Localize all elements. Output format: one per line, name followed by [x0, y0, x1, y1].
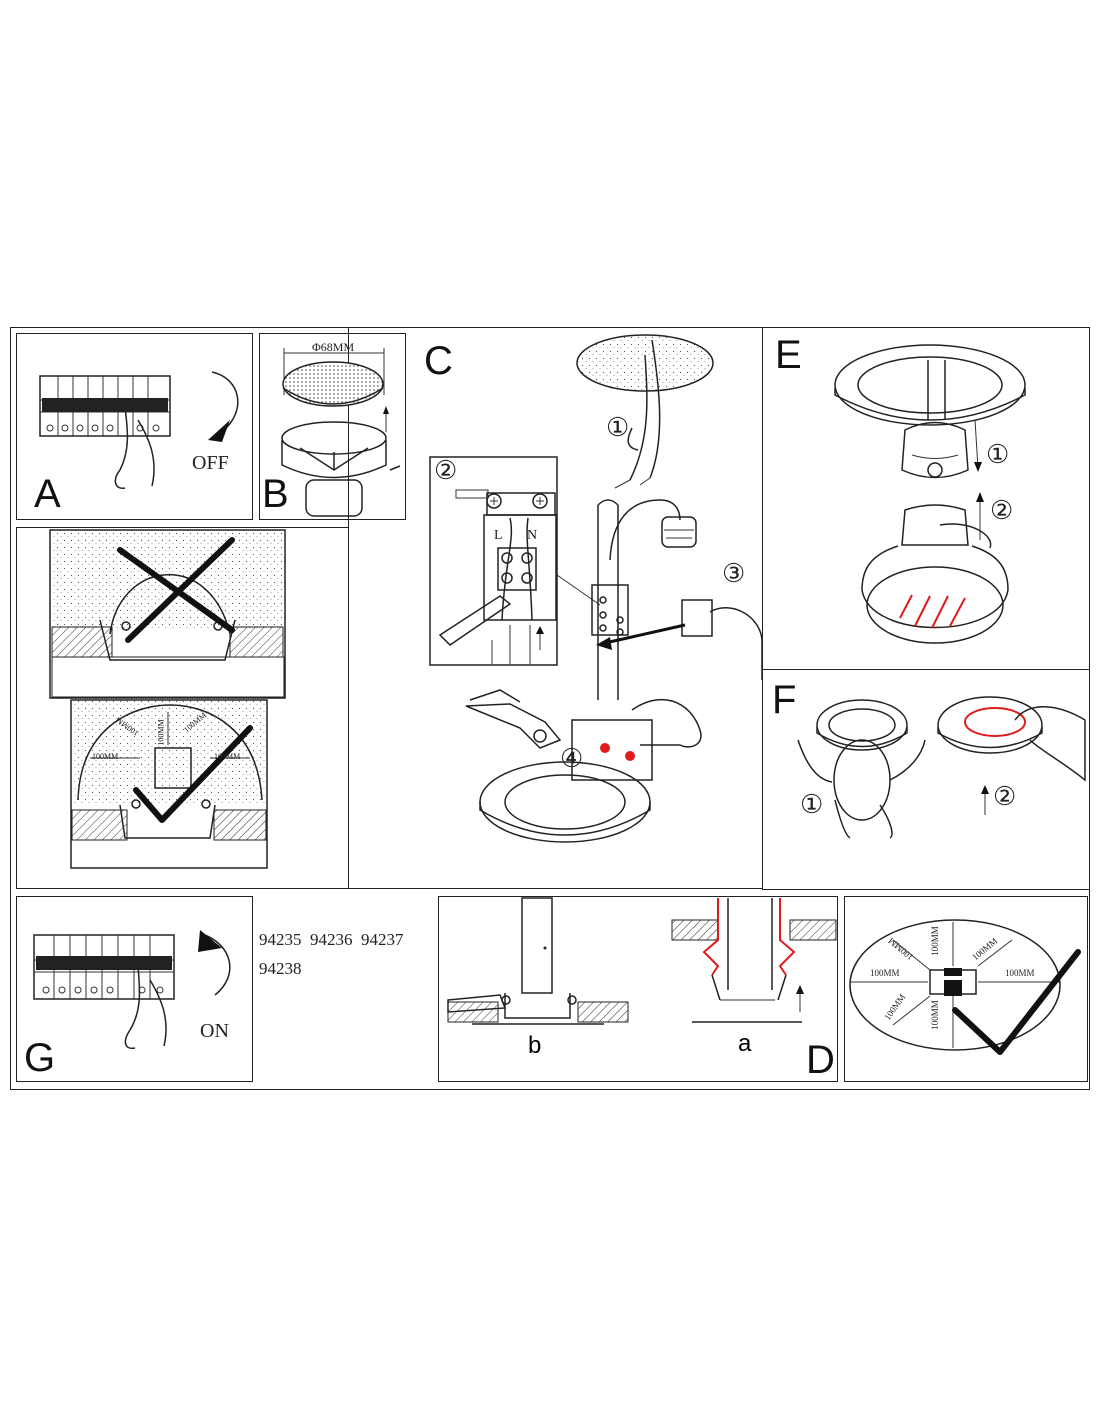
on-caption: ON: [200, 1020, 229, 1042]
panel-a-letter: A: [34, 472, 61, 516]
panel-b-letter: B: [262, 472, 289, 516]
step-4-label-c: ④: [560, 744, 584, 773]
step-3-label-c: ③: [722, 559, 746, 588]
correct-installation-illustration: [70, 699, 268, 869]
cutout-diameter-label: Φ68MM: [312, 340, 355, 354]
panel-b-frame: [259, 333, 406, 520]
rotation-arrow-icon: [201, 933, 231, 996]
panel-a-frame: [16, 333, 253, 520]
step-2-label-e: ②: [990, 496, 1014, 525]
panel-d-letter: D: [806, 1038, 835, 1082]
breaker-box-on-illustration: [33, 930, 222, 1050]
instruction-sheet-frame: [10, 327, 1090, 1090]
ceiling-cutout-wiring-illustration: [429, 334, 763, 843]
clearance-label-right: 100MM: [214, 752, 241, 761]
spring-clip-installation-illustration: [447, 897, 837, 1025]
panel-f-frame: [762, 669, 1090, 890]
sub-figure-a-label: a: [738, 1030, 752, 1057]
breaker-box-off-illustration: [39, 371, 239, 489]
clearance-oval-illustration: [849, 919, 1081, 1055]
panel-oval-frame: [844, 896, 1088, 1082]
step-1-label-e: ①: [986, 440, 1010, 469]
step-2-label-f: ②: [993, 782, 1017, 811]
step-2-label-c: ②: [434, 456, 458, 485]
model-numbers-line-2: 94238: [259, 959, 302, 978]
step-1-label-c: ①: [606, 413, 630, 442]
oval-label-right: 100MM: [1005, 968, 1035, 978]
sub-figure-b-label: b: [528, 1032, 542, 1059]
step-1-label-f: ①: [800, 790, 824, 819]
lamp-insert-illustration: [834, 344, 1026, 644]
model-numbers-line-1: 94235 94236 94237: [259, 930, 404, 949]
terminal-label-l: L: [494, 528, 503, 543]
oval-label-top: 100MM: [929, 926, 940, 956]
panel-c-letter: C: [424, 339, 453, 383]
panel-d-frame: [438, 896, 838, 1082]
panel-g-letter: G: [24, 1036, 56, 1080]
clearance-label-top: 100MM: [156, 719, 166, 746]
panel-e-letter: E: [775, 333, 802, 377]
wrong-installation-illustration: [49, 529, 286, 699]
clearance-label-left: 100MM: [92, 752, 119, 761]
cutout-illustration: [281, 348, 401, 517]
oval-label-bottom: 100MM: [929, 1000, 940, 1030]
terminal-label-n: N: [527, 528, 538, 543]
retaining-ring-illustration: [797, 696, 1086, 839]
off-caption: OFF: [192, 452, 229, 474]
panel-f-letter: F: [772, 678, 797, 722]
panel-g-frame: [16, 896, 253, 1082]
oval-label-left: 100MM: [870, 968, 900, 978]
